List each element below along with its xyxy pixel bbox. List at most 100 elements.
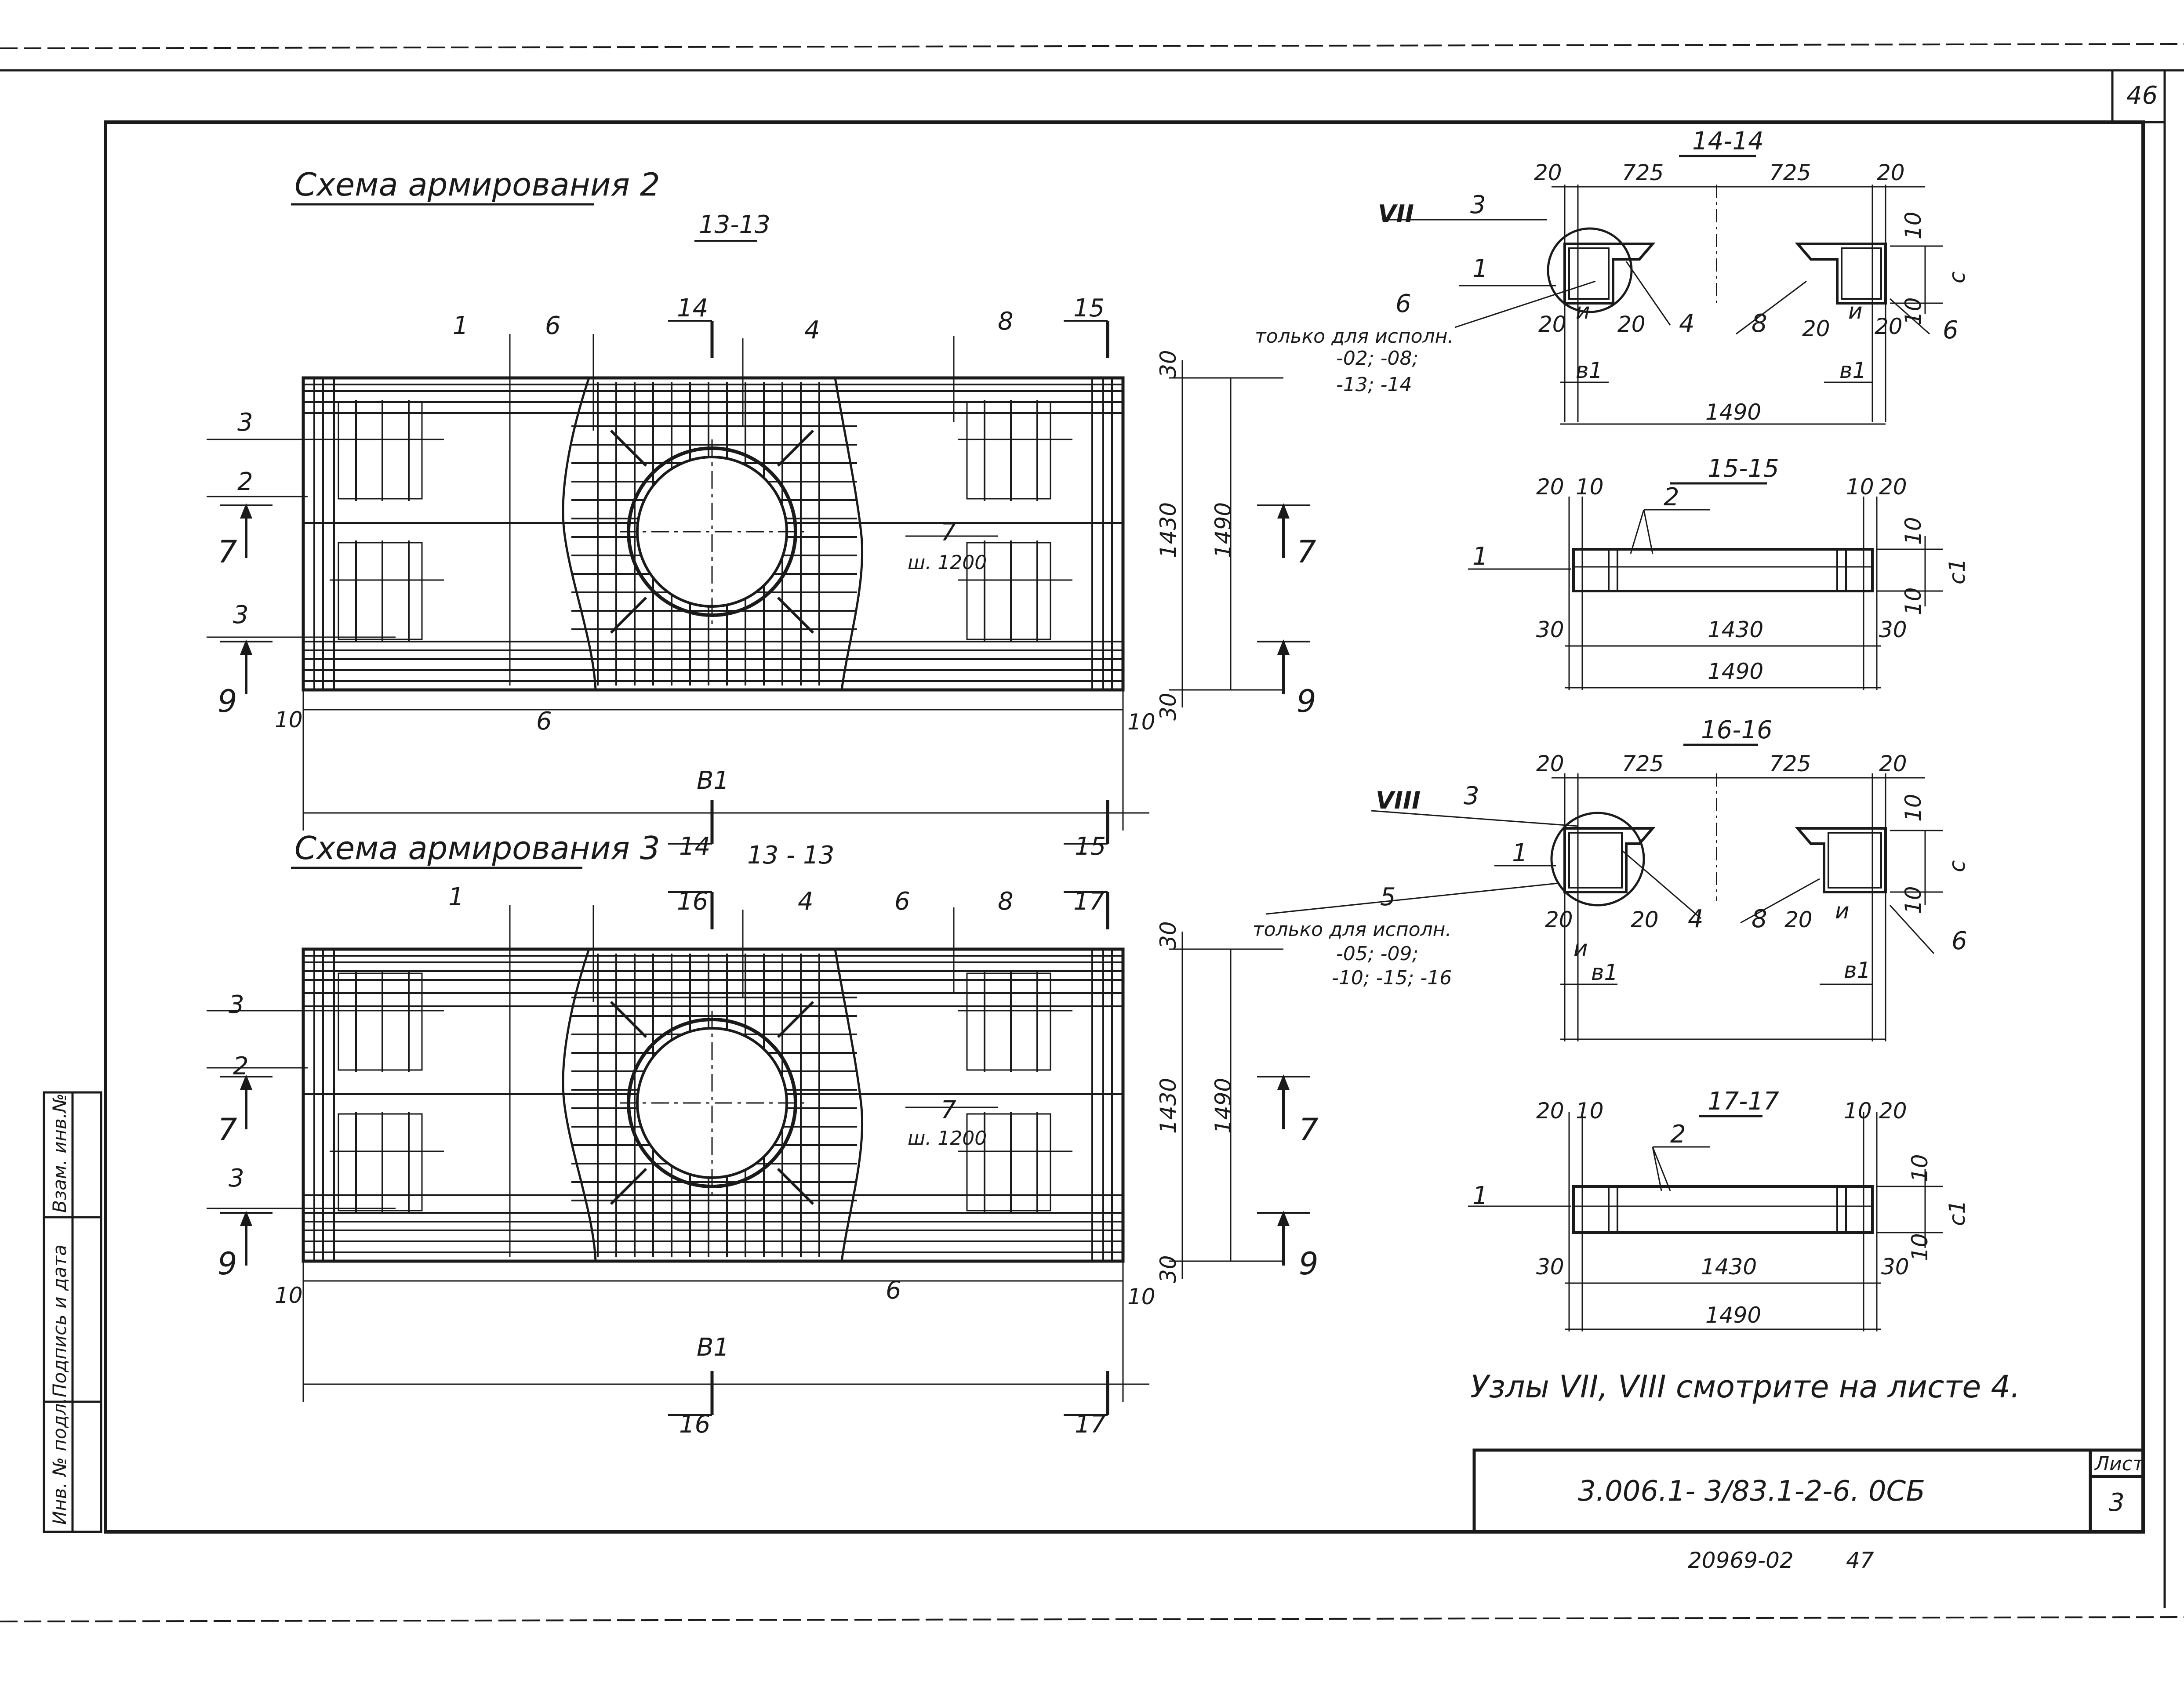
- archive-page: 47: [1846, 1548, 1874, 1573]
- scheme2-cut-7-left: 7: [218, 534, 237, 570]
- section-15-dim-20a: 20: [1536, 474, 1564, 500]
- scheme2-cut-9-left: 9: [218, 683, 237, 719]
- scheme2-cut-7-right: 7: [1297, 534, 1316, 570]
- scheme2-callout-2: 2: [237, 468, 253, 496]
- section-17-dim-1430: 1430: [1701, 1254, 1757, 1280]
- section-14-dim-i-b: и: [1848, 298, 1863, 324]
- diagonal-bar: [777, 429, 814, 467]
- section-15-dim-30a: 30: [1536, 617, 1564, 642]
- section-14-callout-4: 4: [1679, 309, 1695, 338]
- section-16-dim-20c: 20: [1545, 907, 1573, 932]
- section-16-dim-20a: 20: [1536, 751, 1564, 776]
- section-15-drawing: [1468, 482, 1943, 690]
- section-16-callout-4: 4: [1688, 905, 1704, 933]
- section-15-dim-10d: 10: [1901, 587, 1926, 615]
- section-14-note-line2: -02; -08;: [1336, 347, 1418, 370]
- section-14-dim-c: c: [1944, 272, 1970, 284]
- section-14-note-line3: -13; -14: [1336, 374, 1412, 396]
- scheme3-dim-1430: 1430: [1156, 1078, 1181, 1134]
- section-15-dim-c1: c1: [1944, 559, 1970, 584]
- section-15-dim-10c: 10: [1901, 517, 1926, 545]
- scheme2-dim-10-right: 10: [1127, 709, 1156, 735]
- support-frame: [966, 1113, 1051, 1211]
- section-14-dim-10a: 10: [1901, 211, 1926, 239]
- scheme2-plan: [207, 320, 1310, 845]
- support-frame: [338, 1113, 423, 1211]
- title-block: [1472, 1448, 2145, 1534]
- scheme3-cut-9-left: 9: [218, 1246, 237, 1282]
- stamp-signature-date: Подпись и дата: [49, 1244, 70, 1397]
- section-16-dim-10a: 10: [1901, 794, 1926, 822]
- scheme3-dim-10-left: 10: [275, 1283, 303, 1308]
- section-17-dim-10d: 10: [1907, 1233, 1933, 1261]
- section-15-dim-1430: 1430: [1708, 617, 1763, 642]
- scheme3-cut-16: 16: [677, 887, 708, 916]
- scheme2-callout-3b: 3: [233, 601, 249, 629]
- section-16-dim-i-b: и: [1835, 898, 1850, 924]
- scheme3-cut-7-left: 7: [218, 1112, 237, 1148]
- section-17-dim-20a: 20: [1536, 1098, 1564, 1124]
- section-16-dim-20e: 20: [1784, 907, 1813, 932]
- section-17-drawing: [1468, 1112, 1943, 1331]
- section-14-callout-8: 8: [1752, 309, 1767, 338]
- scheme3-step-value: ш. 1200: [908, 1127, 987, 1150]
- scheme2-title: Схема армирования 2: [294, 166, 660, 203]
- section-16-dim-b1b: в1: [1844, 958, 1871, 983]
- section-14-callout-3: 3: [1470, 191, 1486, 219]
- scheme2-cut-15-bottom: 15: [1075, 832, 1106, 861]
- scheme3-dim-30-bottom: 30: [1156, 1255, 1181, 1283]
- section-14-dim-10b: 10: [1901, 297, 1926, 325]
- scheme2-cut-9-right: 9: [1297, 683, 1316, 719]
- sheet-frame: [0, 43, 2184, 1622]
- scheme3-step-label: 7: [941, 1096, 956, 1124]
- scheme3-dim-b1: B1: [697, 1333, 729, 1362]
- section-17-title: 17-17: [1708, 1087, 1779, 1116]
- section-16-dim-b1a: в1: [1591, 960, 1618, 985]
- scheme2-callout-6: 6: [545, 312, 561, 340]
- section-15-dim-20b: 20: [1879, 474, 1907, 500]
- section-17-dim-30a: 30: [1536, 1254, 1564, 1280]
- section-arrow-head: [240, 639, 252, 655]
- section-16-dim-20d: 20: [1631, 907, 1659, 932]
- section-17-callout-1: 1: [1472, 1182, 1488, 1210]
- section-14-dim-20a: 20: [1534, 160, 1562, 185]
- section-16-dim-i-a: и: [1573, 936, 1588, 961]
- scheme2-dim-10-left: 10: [275, 707, 303, 733]
- section-16-drawing: [1265, 744, 1943, 1041]
- section-arrow-head: [1277, 639, 1290, 655]
- section-16-dim-725b: 725: [1769, 751, 1811, 776]
- page-number: 46: [2126, 81, 2158, 110]
- section-16-note-line2: -05; -09;: [1336, 943, 1418, 965]
- section-14-dim-20b: 20: [1877, 160, 1905, 185]
- scheme2-step-label: 7: [941, 518, 956, 547]
- section-14-dim-1490: 1490: [1705, 399, 1761, 425]
- section-17-dim-1490: 1490: [1705, 1302, 1761, 1328]
- section-16-title: 16-16: [1701, 716, 1773, 744]
- scheme2-callout-1: 1: [453, 312, 469, 340]
- section-14-dim-725a: 725: [1622, 160, 1664, 185]
- diagonal-bar: [777, 1168, 814, 1205]
- diagonal-bar: [610, 429, 647, 467]
- section-14-note-mark: 6: [1395, 290, 1411, 318]
- stamp-inv-number: Инв. № подл.: [49, 1397, 70, 1525]
- section-arrow-head: [1277, 1211, 1290, 1226]
- scheme3-dim-30-top: 30: [1156, 921, 1181, 949]
- section-16-dim-725a: 725: [1622, 751, 1664, 776]
- section-15-callout-2: 2: [1664, 483, 1679, 511]
- section-14-dim-20e: 20: [1802, 316, 1830, 341]
- scheme3-dim-10-right: 10: [1127, 1284, 1156, 1309]
- stamp-replacement: Взам. инв.№: [49, 1093, 70, 1213]
- support-frame: [338, 542, 423, 640]
- section-14-dim-i-a: и: [1576, 298, 1590, 324]
- diagonal-bar: [610, 1168, 647, 1205]
- scheme2-callout-3a: 3: [237, 408, 253, 437]
- scheme3-cut-16-bottom: 16: [679, 1410, 710, 1439]
- scheme2-step-value: ш. 1200: [908, 551, 987, 574]
- section-17-dim-c1: c1: [1944, 1200, 1970, 1226]
- scheme2-callout-8: 8: [998, 307, 1014, 336]
- side-stamp: [43, 1091, 102, 1533]
- section-17-dim-20b: 20: [1879, 1098, 1907, 1124]
- sheet-number: 3: [2109, 1488, 2125, 1517]
- section-14-dim-725b: 725: [1769, 160, 1811, 185]
